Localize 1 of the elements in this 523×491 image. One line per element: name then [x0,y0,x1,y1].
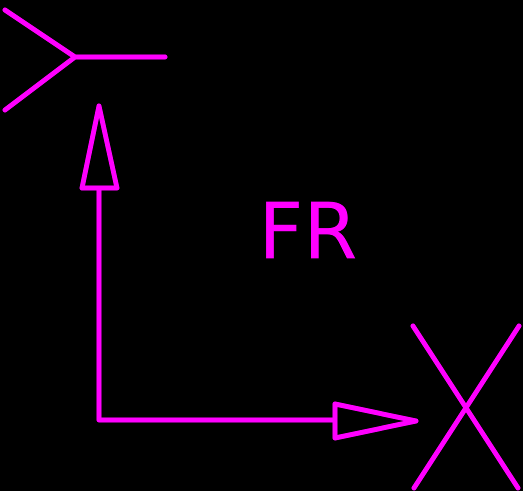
axis-label: FR [266,202,356,258]
